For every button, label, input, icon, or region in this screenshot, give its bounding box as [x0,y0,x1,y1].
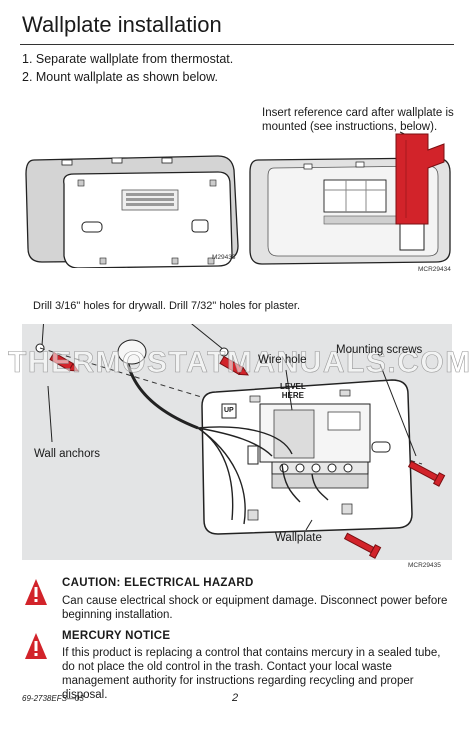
reference-card-figure [249,131,451,265]
document-id: 69-2738EFS—03 [22,694,84,703]
reference-card-note: Insert reference card after wallplate is… [262,107,454,133]
step-2: 2. Mount wallplate as shown below. [22,70,218,84]
caution-heading: CAUTION: ELECTRICAL HAZARD [62,577,254,589]
figure-code-3: MCR29435 [408,562,441,569]
wall-anchors-label: Wall anchors [34,448,101,460]
warning-icon [25,579,47,605]
mercury-body: If this product is replacing a control t… [62,647,441,701]
figure-code-2: MCR29434 [418,266,451,273]
mounting-screws-label: Mounting screws [336,344,423,356]
step-1: 1. Separate wallplate from thermostat. [22,52,234,66]
page-title: Wallplate installation [22,12,222,37]
wallplate-label: Wallplate [275,532,322,544]
mercury-heading: MERCURY NOTICE [62,630,171,642]
mounting-figure: THERMOSTATMANUALS.COM Wire hole Mounting… [8,324,470,560]
up-mark: UP [224,407,234,414]
level-line-2: HERE [281,391,304,400]
level-line-1: LEVEL [280,382,306,391]
separation-figure [25,155,239,268]
watermark: THERMOSTATMANUALS.COM [8,346,472,380]
warning-icon [25,633,47,659]
page-number: 2 [232,692,239,704]
mounting-diagram [35,324,446,559]
drill-note: Drill 3/16" holes for drywall. Drill 7/3… [33,300,301,312]
title-rule [20,44,454,45]
level-here-mark: LEVEL HERE [280,382,306,400]
caution-body: Can cause electrical shock or equipment … [62,595,448,621]
wire-hole-label: Wire hole [258,354,307,366]
figure-code-1: M29433 [212,254,236,261]
